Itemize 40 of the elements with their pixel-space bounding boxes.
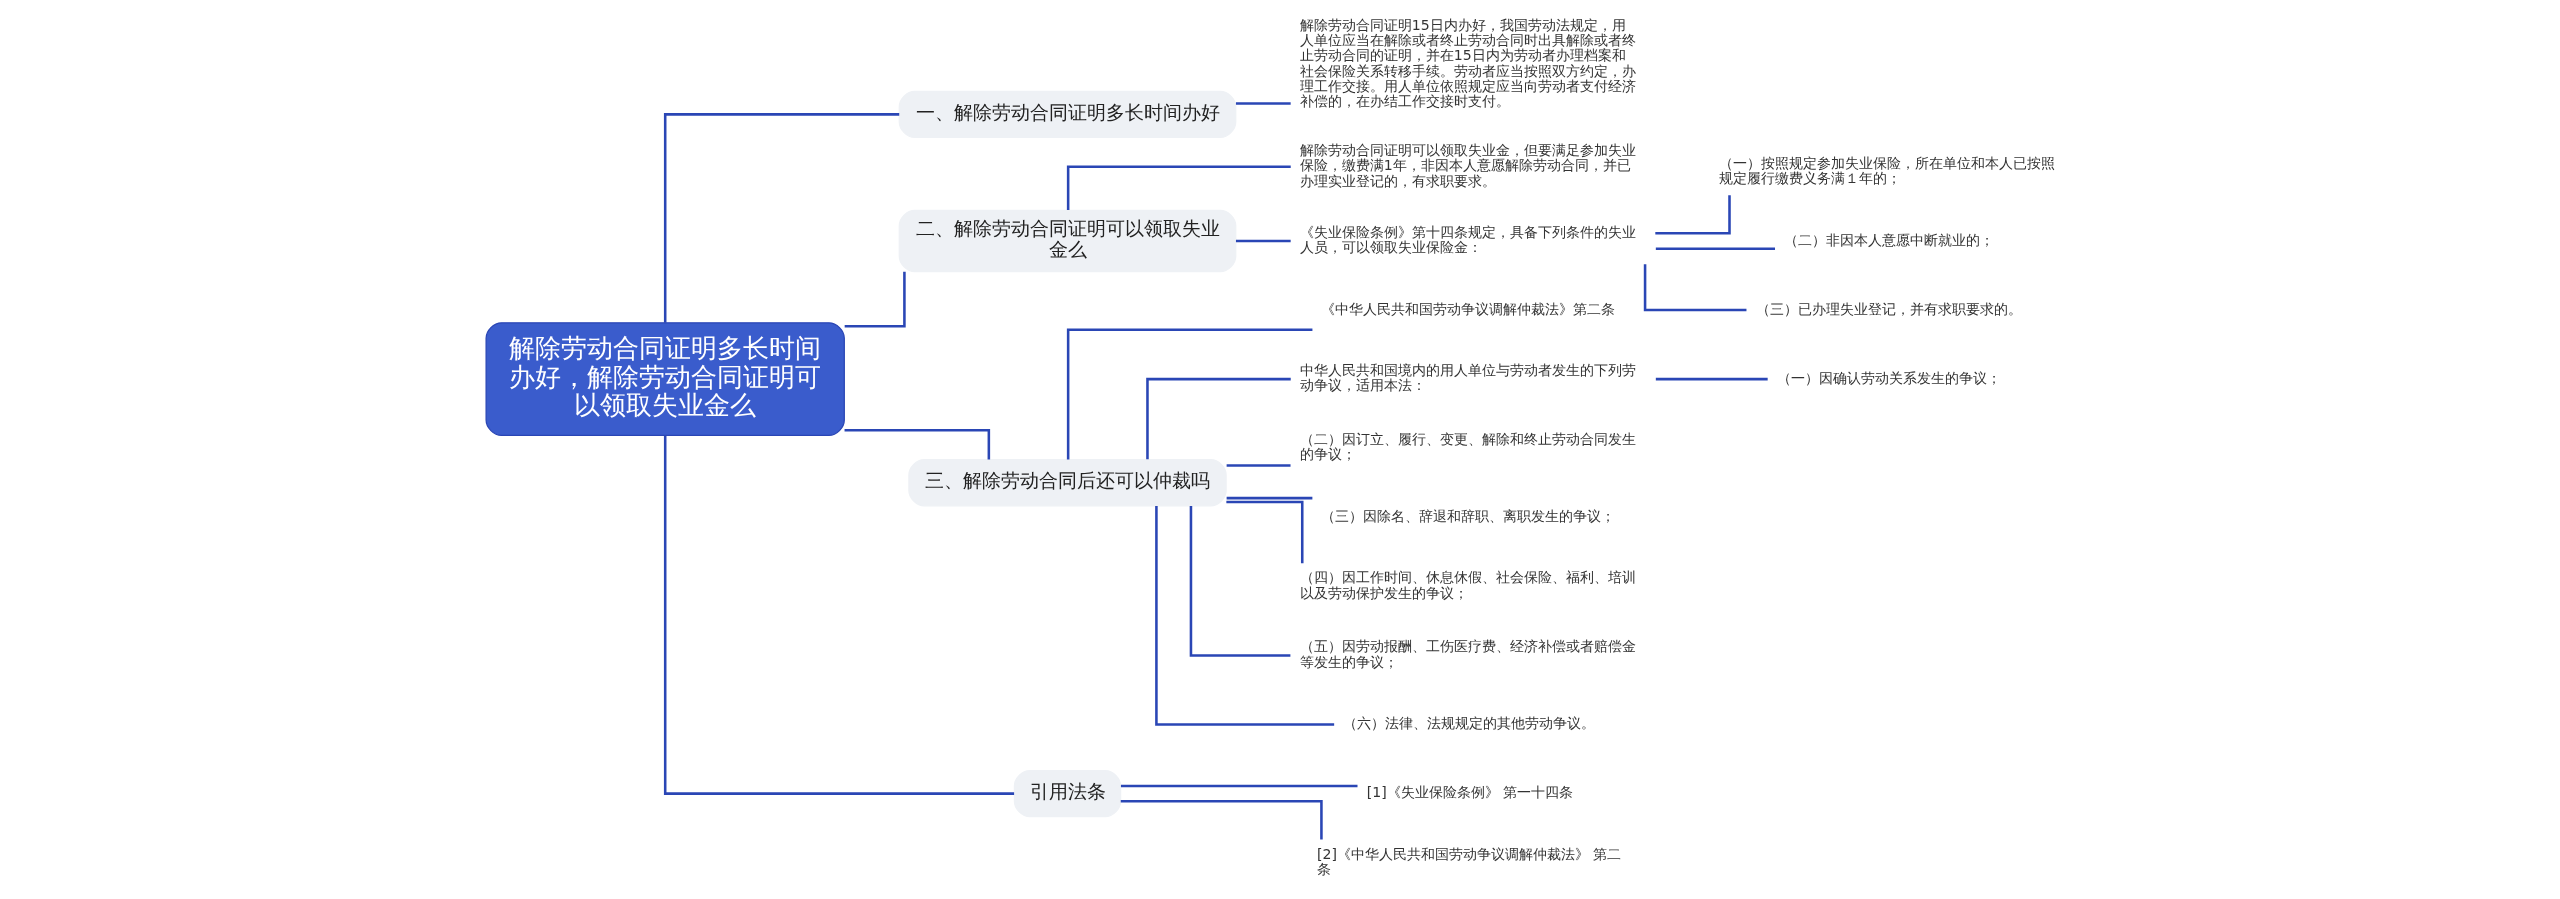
node-text: 《中华人民共和国劳动争议调解仲裁法》第二条 xyxy=(1320,300,1615,317)
node-text: [1]《失业保险条例》 第一十四条 xyxy=(1366,784,1573,801)
node-text: 解除劳动合同证明可以领取失业金，但要满足参加失业保险，缴费满1年，非因本人意愿解除劳动合同，并已办理实业登记的，有求职要求。 xyxy=(1299,142,1636,189)
connector xyxy=(1189,506,1290,657)
connector xyxy=(1226,464,1291,467)
node-text: （三）已办理失业登记，并有求职要求的。 xyxy=(1755,300,2022,317)
connector xyxy=(1655,377,1768,381)
connector xyxy=(663,435,1014,795)
node-box: 三、解除劳动合同后还可以仲裁吗 xyxy=(907,459,1227,507)
node-text: （二）因订立、履行、变更、解除和终止劳动合同发生的争议； xyxy=(1299,431,1636,463)
connector xyxy=(1066,328,1312,460)
node-text: 解除劳动合同证明15日内办好，我国劳动法规定，用人单位应当在解除或者终止劳动合同时出具解除或者终止劳动合同的证明，并在15日内为劳动者办理档案和社会保险关系转移手续。劳动者应当按照双方约定，办理工作交接。用人单位依照规定应当向劳动者支付经济补偿的，在办结工作交接时支付。 xyxy=(1299,16,1636,110)
node-text: 中华人民共和国境内的用人单位与劳动者发生的下列劳动争议，适用本法： xyxy=(1299,362,1636,394)
node-text: （六）法律、法规规定的其他劳动争议。 xyxy=(1342,715,1595,732)
connector xyxy=(1145,377,1291,460)
connector xyxy=(1655,247,1775,250)
node-text: （三）因除名、辞退和辞职、离职发生的争议； xyxy=(1320,507,1615,524)
connector xyxy=(1066,165,1291,210)
connector xyxy=(844,271,906,328)
connector xyxy=(1654,195,1731,235)
connector xyxy=(1120,800,1323,840)
node-box: 一、解除劳动合同证明多长时间办好 xyxy=(898,90,1236,138)
node-text: （一）因确认劳动关系发生的争议； xyxy=(1776,369,2001,386)
connector xyxy=(663,113,899,323)
connector xyxy=(1120,784,1357,788)
connector xyxy=(1226,496,1312,500)
node-text: （二）非因本人意愿中断就业的； xyxy=(1784,231,1994,248)
connector xyxy=(1643,264,1746,312)
connector xyxy=(1154,505,1334,726)
node-box: 解除劳动合同证明多长时间办好，解除劳动合同证明可以领取失业金么 xyxy=(485,322,845,437)
node-text: [2]《中华人民共和国劳动争议调解仲裁法》 第二条 xyxy=(1316,845,1621,877)
node-text: 《失业保险条例》第十四条规定，具备下列条件的失业人员，可以领取失业保险金： xyxy=(1299,223,1636,256)
node-text: （一）按照规定参加失业保险，所在单位和本人已按照规定履行缴费义务满１年的； xyxy=(1718,154,2055,187)
connector xyxy=(1225,500,1304,564)
node-text: （四）因工作时间、休息休假、社会保险、福利、培训以及劳动保护发生的争议； xyxy=(1299,569,1636,601)
node-text: （五）因劳动报酬、工伤医疗费、经济补偿或者赔偿金等发生的争议； xyxy=(1299,638,1636,670)
node-box: 引用法条 xyxy=(1013,769,1121,818)
node-box: 二、解除劳动合同证明可以领取失业金么 xyxy=(898,209,1236,273)
connector xyxy=(1235,239,1291,243)
connector xyxy=(1235,102,1291,105)
